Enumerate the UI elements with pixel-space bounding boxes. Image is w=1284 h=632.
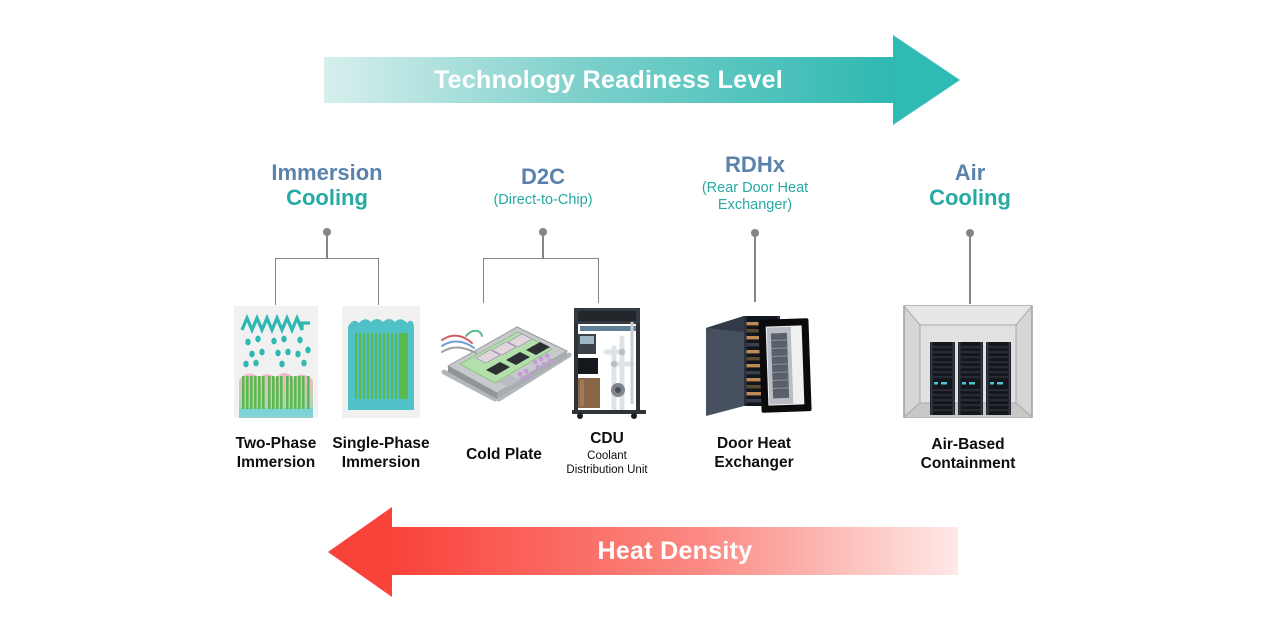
category-subtitle: Cooling — [929, 185, 1011, 210]
caption-line: Air-Based — [931, 436, 1005, 453]
cold-plate-server-tray-illustration — [438, 310, 573, 410]
caption-line: Exchanger — [714, 454, 794, 471]
connector-line — [754, 237, 756, 302]
air-containment-racks-illustration — [903, 305, 1033, 423]
connector-bracket — [275, 258, 379, 305]
caption-line: Containment — [920, 455, 1016, 472]
trl-arrow: Technology Readiness Level — [324, 57, 893, 103]
coolant-distribution-unit-illustration — [570, 302, 650, 425]
caption-cdu: CDU Coolant Distribution Unit — [542, 429, 672, 477]
connector-dot — [539, 228, 547, 236]
category-subtitle-line2: Exchanger) — [717, 196, 793, 213]
caption-line: Single-Phase — [332, 435, 430, 452]
trl-arrow-label: Technology Readiness Level — [433, 65, 784, 94]
two-phase-immersion-tank-illustration — [234, 306, 318, 423]
category-title: RDHx — [725, 152, 785, 177]
caption-line: CDU — [590, 430, 624, 447]
category-title: Immersion — [271, 160, 383, 185]
heat-density-arrow-left-head-icon — [328, 507, 392, 597]
connector-dot — [751, 229, 759, 237]
category-d2c: D2C (Direct-to-Chip) — [458, 164, 628, 209]
caption-line: Immersion — [341, 454, 421, 471]
category-rdhx: RDHx (Rear Door Heat Exchanger) — [670, 152, 840, 213]
caption-line: Two-Phase — [235, 435, 317, 452]
trl-arrow-right-head-icon — [893, 35, 960, 125]
rear-door-heat-exchanger-illustration — [698, 302, 816, 423]
connector-stem — [326, 236, 328, 258]
category-subtitle: (Direct-to-Chip) — [493, 192, 593, 208]
connector-bracket — [483, 258, 599, 303]
connector-stem — [542, 236, 544, 258]
caption-two-phase-immersion: Two-Phase Immersion — [211, 434, 341, 472]
heat-density-arrow-label: Heat Density — [597, 536, 753, 565]
caption-line: Immersion — [236, 454, 316, 471]
heat-density-arrow: Heat Density — [392, 527, 958, 575]
caption-cold-plate: Cold Plate — [439, 445, 569, 464]
caption-door-heat-exchanger: Door Heat Exchanger — [689, 434, 819, 472]
category-subtitle: Cooling — [286, 185, 368, 210]
category-title: Air — [954, 160, 986, 185]
connector-dot — [966, 229, 974, 237]
caption-single-phase-immersion: Single-Phase Immersion — [316, 434, 446, 472]
category-subtitle-line1: (Rear Door Heat — [701, 180, 809, 196]
single-phase-immersion-tank-illustration — [342, 306, 420, 423]
caption-air-based-containment: Air-Based Containment — [903, 435, 1033, 473]
category-immersion-cooling: Immersion Cooling — [242, 160, 412, 210]
connector-line — [969, 237, 971, 304]
category-air-cooling: Air Cooling — [885, 160, 1055, 210]
caption-line: Door Heat — [716, 435, 792, 452]
connector-dot — [323, 228, 331, 236]
category-title: D2C — [520, 164, 565, 189]
caption-subline: Distribution Unit — [566, 463, 648, 476]
caption-line: Cold Plate — [466, 446, 542, 463]
caption-subline: Coolant — [587, 450, 627, 462]
